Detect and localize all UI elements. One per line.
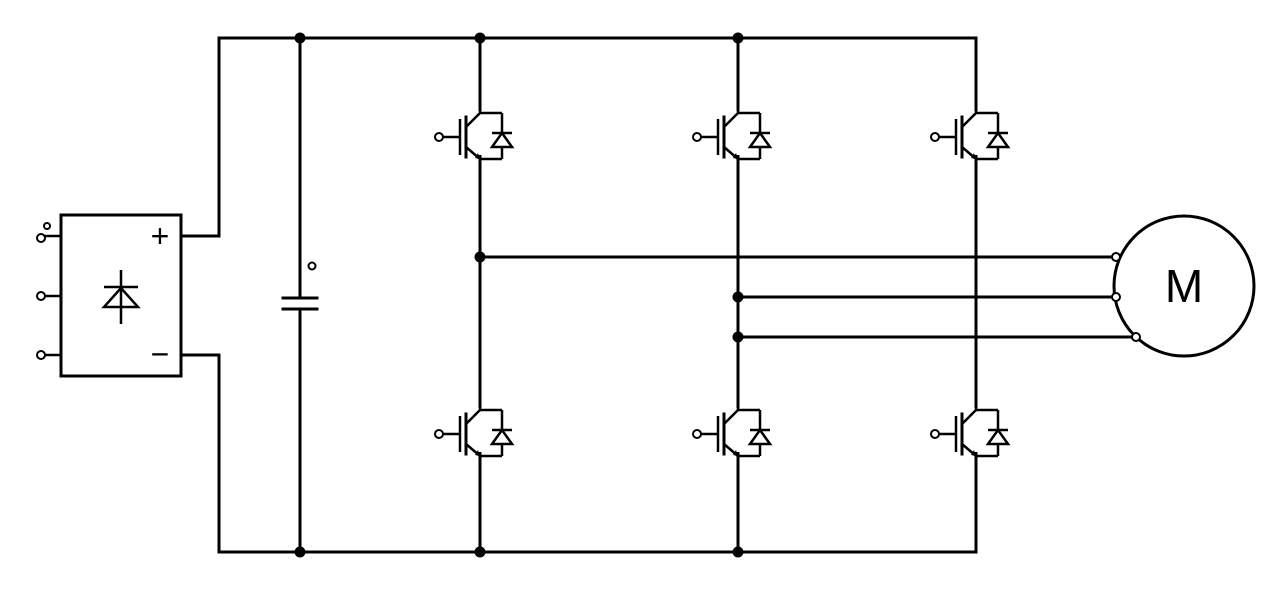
freewheel-diode-icon [480,408,515,458]
phase-outputs [478,255,1136,339]
capacitor-icon [281,36,319,554]
motor-icon: M [1111,214,1256,358]
junction-dot [732,291,744,303]
ac-input-terminal-1 [36,233,46,243]
junction-dot [732,331,744,343]
motor-label: M [1165,260,1203,312]
freewheel-diode-icon [976,111,1011,161]
igbt-icon [692,408,773,458]
junction-dot [732,32,744,44]
freewheel-diode-icon [976,408,1011,458]
igbt-icon [930,408,1011,458]
junction-dot [474,32,486,44]
motor-terminal-a [1111,252,1121,262]
igbt-icon [434,408,515,458]
ac-input-terminal-2 [36,291,46,301]
motor-terminal-c [1131,332,1141,342]
igbt-switches [434,111,1011,458]
junction-dot [474,251,486,263]
junction-dots [294,32,744,558]
igbt-icon [692,111,773,161]
junction-dot [732,546,744,558]
igbt-icon [930,111,1011,161]
ac-input-terminal-mark [43,222,51,230]
junction-dot [294,546,306,558]
ac-input-terminal-3 [36,350,46,360]
junction-dot [474,546,486,558]
freewheel-diode-icon [480,111,515,161]
rectifier-box [59,213,183,378]
junction-dot [294,32,306,44]
minus-label: − [151,336,170,372]
rectifier-diode-icon [101,270,141,324]
freewheel-diode-icon [738,111,773,161]
igbt-icon [434,111,515,161]
rectifier-block: + − [36,213,183,378]
plus-label: + [151,218,170,254]
dc-bus [179,36,978,554]
motor-terminal-b [1111,292,1121,302]
freewheel-diode-icon [738,408,773,458]
